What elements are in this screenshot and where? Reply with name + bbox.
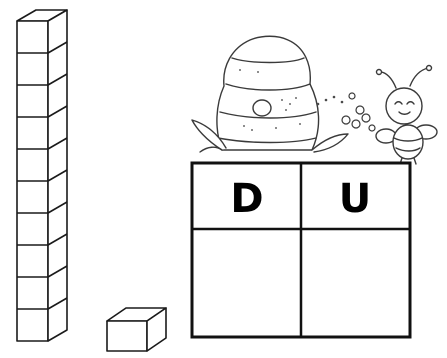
header-tens: D — [230, 176, 263, 222]
bee-head — [386, 88, 422, 124]
ten-rod — [17, 10, 67, 341]
answer-cell-units[interactable] — [303, 231, 408, 335]
bee-antenna — [380, 72, 396, 88]
unit-cube-front-face — [107, 321, 147, 351]
beehive-entrance — [253, 100, 271, 116]
beehive-body — [217, 36, 319, 150]
header-units: U — [339, 176, 371, 222]
leaf — [312, 134, 348, 152]
leaf — [200, 147, 222, 152]
bee-body — [393, 125, 423, 159]
bee-leg — [414, 158, 416, 164]
bee-antenna-tip — [377, 70, 382, 75]
unit-cube — [107, 308, 166, 351]
place-value-table: D U — [192, 163, 410, 337]
bee-antenna — [410, 68, 428, 86]
small-flower-icon — [342, 93, 375, 131]
bee-trail — [317, 96, 344, 106]
answer-cell-tens[interactable] — [194, 231, 299, 335]
bee-antenna-tip — [427, 66, 432, 71]
bee-character — [376, 66, 437, 165]
beehive-illustration — [192, 36, 348, 152]
